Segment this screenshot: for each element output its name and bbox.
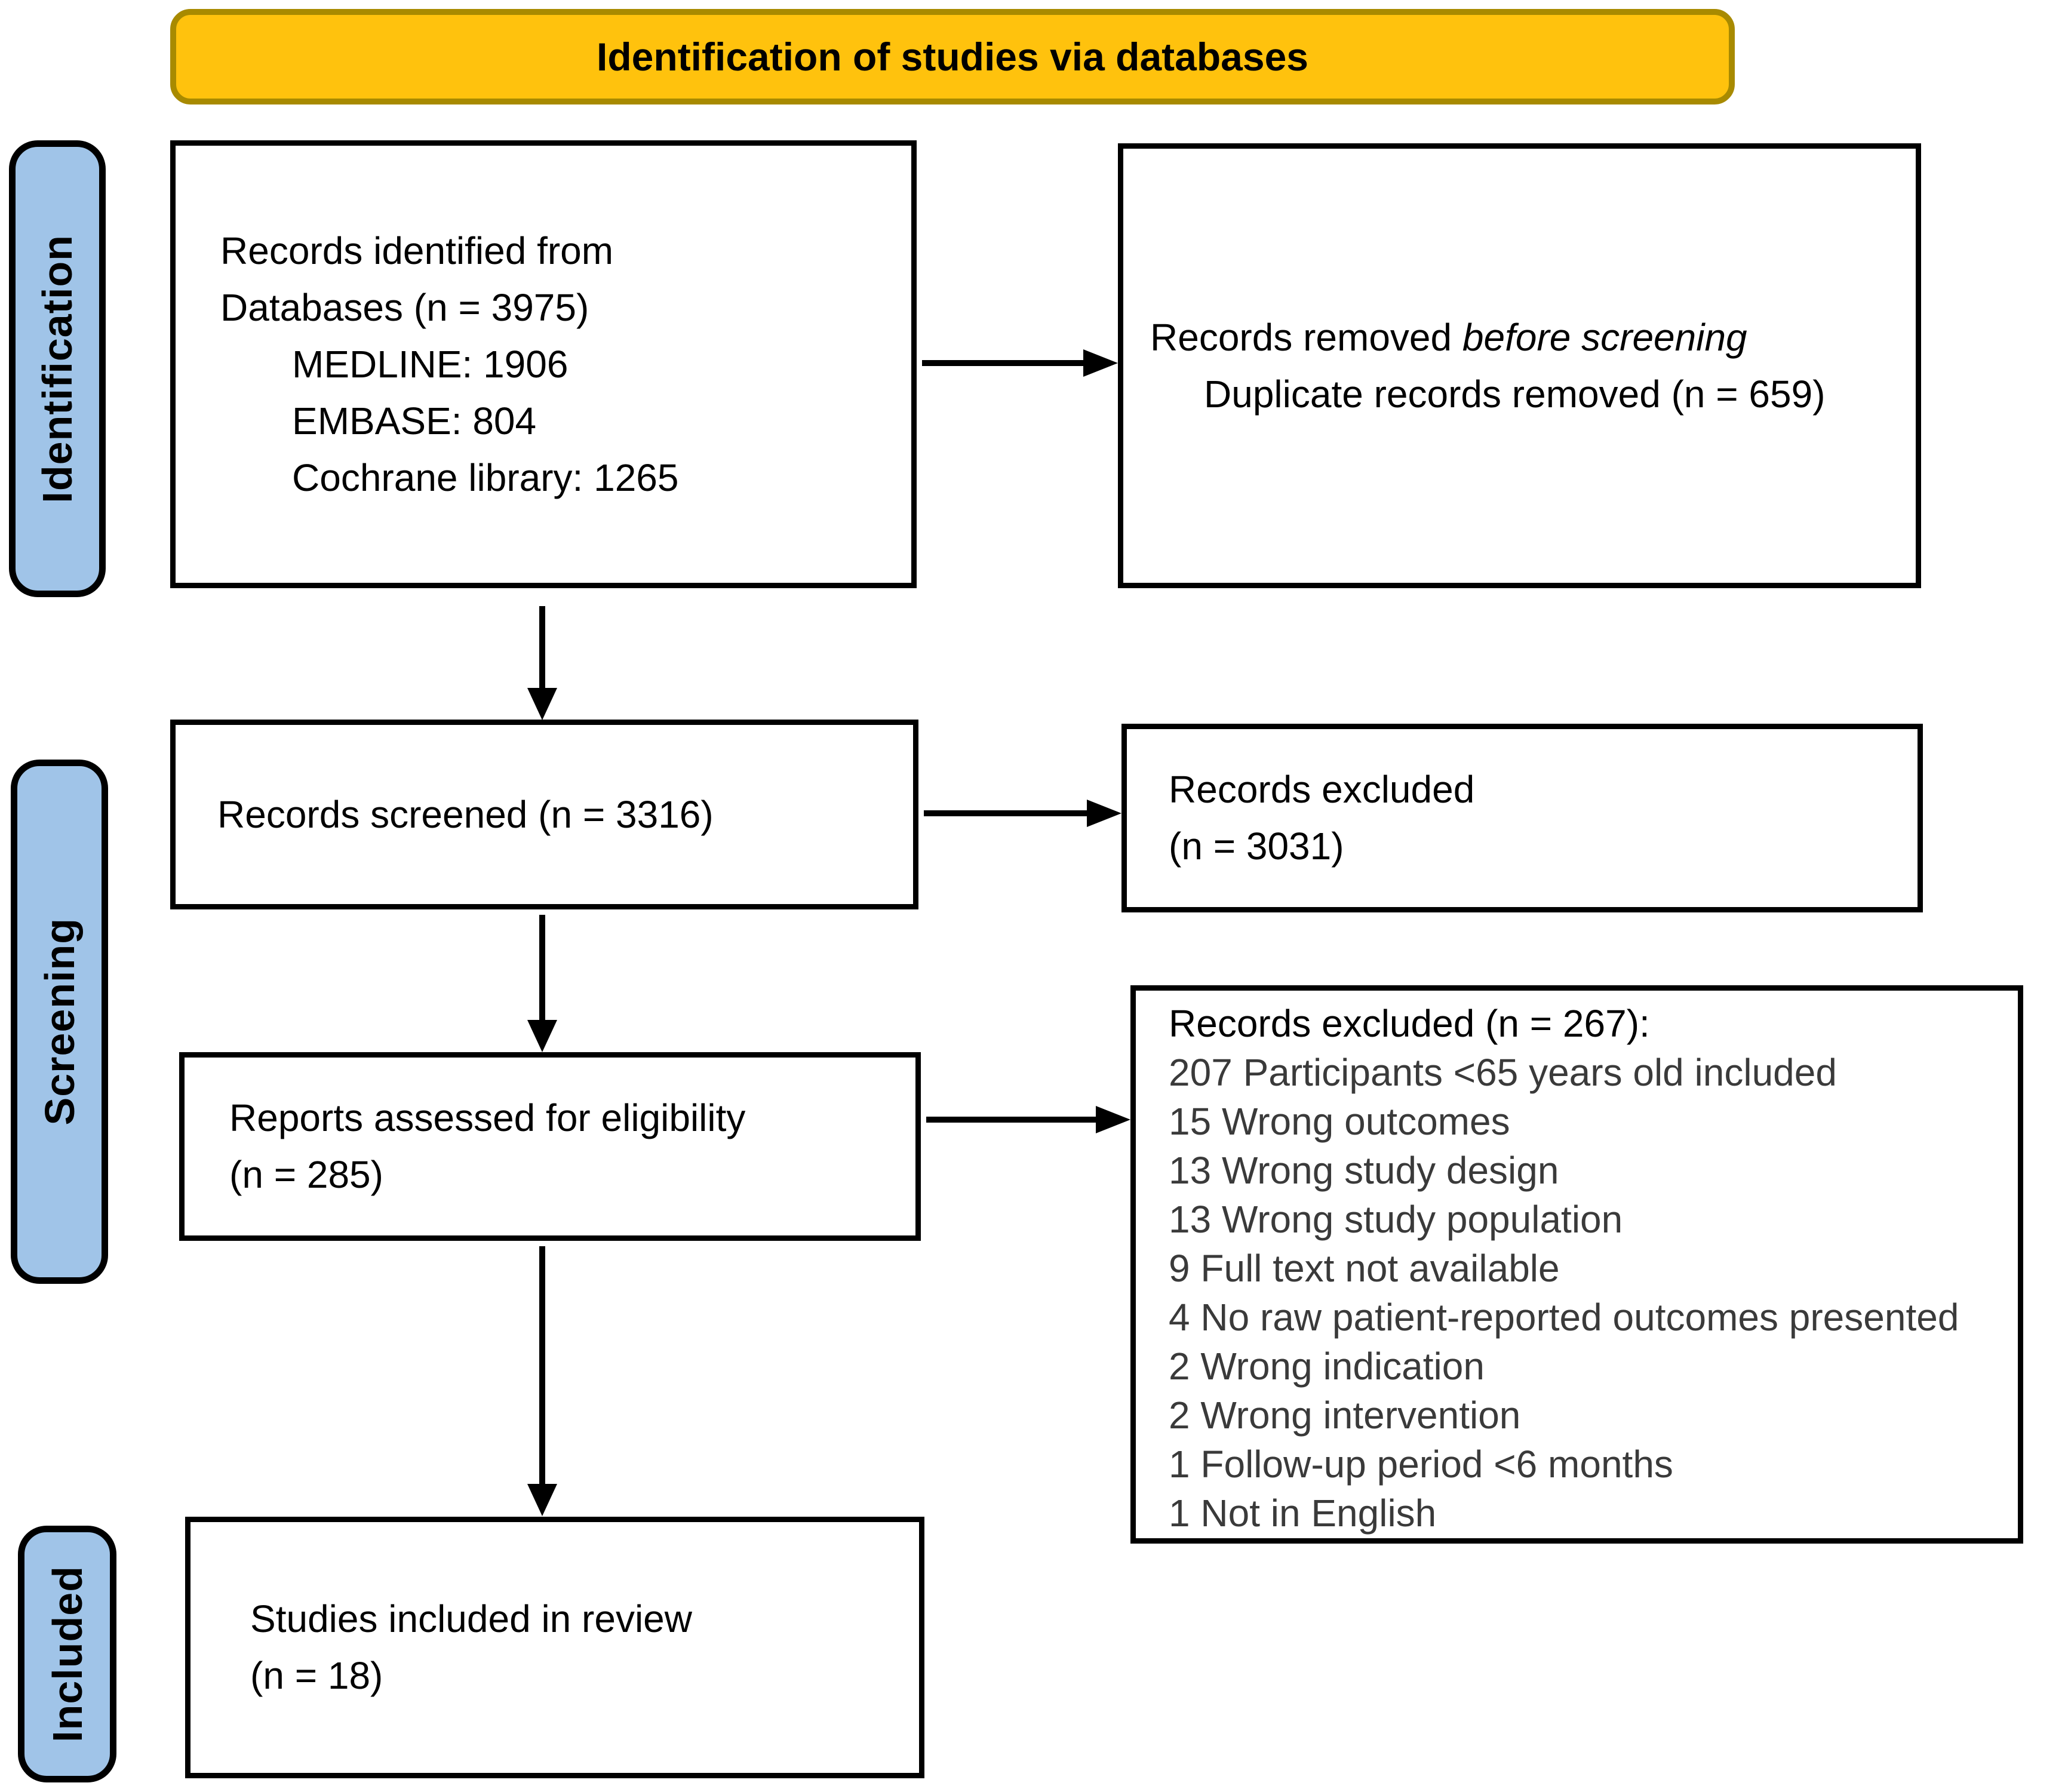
records-excluded-screening-line1: Records excluded [1169,768,1475,811]
arrow-shaft [539,915,545,1022]
exclusion-reason: 4 No raw patient-reported outcomes prese… [1169,1296,1959,1339]
stage-label-screening-text: Screening [36,918,83,1126]
box-reports-assessed: Reports assessed for eligibility (n = 28… [179,1052,921,1241]
banner-identification-via-databases: Identification of studies via databases [170,9,1735,104]
records-removed-line2: Duplicate records removed (n = 659) [1204,372,1826,416]
records-identified-line: Records identified from [220,229,614,272]
records-identified-embase: EMBASE: 804 [292,399,537,442]
arrow-head [527,1484,557,1516]
box-studies-included: Studies included in review (n = 18) [185,1517,924,1778]
exclusion-reason: 207 Participants <65 years old included [1169,1051,1837,1094]
records-identified-cochrane: Cochrane library: 1265 [292,456,679,499]
reports-assessed-line2: (n = 285) [229,1153,383,1196]
box-records-screened: Records screened (n = 3316) [170,720,918,909]
stage-label-included-text: Included [44,1566,91,1742]
banner-title: Identification of studies via databases [597,35,1308,79]
arrow-shaft [922,360,1087,366]
arrow-head [1083,349,1118,377]
exclusion-reason: 13 Wrong study population [1169,1198,1623,1241]
box-records-removed-before-screening: Records removed before screening Duplica… [1118,143,1921,588]
exclusion-reason: 1 Not in English [1169,1492,1437,1535]
box-records-identified: Records identified from Databases (n = 3… [170,140,917,588]
arrow-shaft [926,1117,1099,1123]
stage-label-identification: Identification [9,140,106,597]
stage-label-identification-text: Identification [34,234,81,503]
records-removed-line1-prefix: Records removed [1150,315,1462,359]
exclusion-reason: 15 Wrong outcomes [1169,1100,1510,1143]
arrow-head [1087,800,1121,827]
exclusion-reason: 9 Full text not available [1169,1247,1560,1290]
records-removed-line1-italic: before screening [1462,315,1747,359]
records-identified-medline: MEDLINE: 1906 [292,342,569,386]
studies-included-line2: (n = 18) [250,1654,383,1697]
records-identified-line: Databases (n = 3975) [220,285,589,329]
reports-assessed-line1: Reports assessed for eligibility [229,1096,746,1139]
arrow-head [527,1020,557,1052]
records-excluded-eligibility-heading: Records excluded (n = 267): [1169,1002,1650,1045]
arrow-head [527,688,557,720]
exclusion-reason: 13 Wrong study design [1169,1149,1559,1192]
exclusion-reason: 1 Follow-up period <6 months [1169,1443,1673,1486]
records-screened-line1: Records screened (n = 3316) [217,792,714,836]
exclusion-reason: 2 Wrong intervention [1169,1394,1521,1437]
stage-label-screening: Screening [11,760,108,1284]
studies-included-line1: Studies included in review [250,1597,692,1640]
exclusion-reason: 2 Wrong indication [1169,1345,1485,1388]
arrow-head [1096,1106,1130,1133]
box-records-excluded-screening: Records excluded (n = 3031) [1121,724,1923,912]
arrow-shaft [924,810,1090,816]
arrow-shaft [539,606,545,691]
arrow-shaft [539,1246,545,1486]
stage-label-included: Included [18,1526,116,1782]
records-removed-line1: Records removed before screening [1150,309,1916,366]
records-excluded-screening-line2: (n = 3031) [1169,825,1344,868]
box-records-excluded-eligibility: Records excluded (n = 267): 207 Particip… [1130,985,2023,1544]
